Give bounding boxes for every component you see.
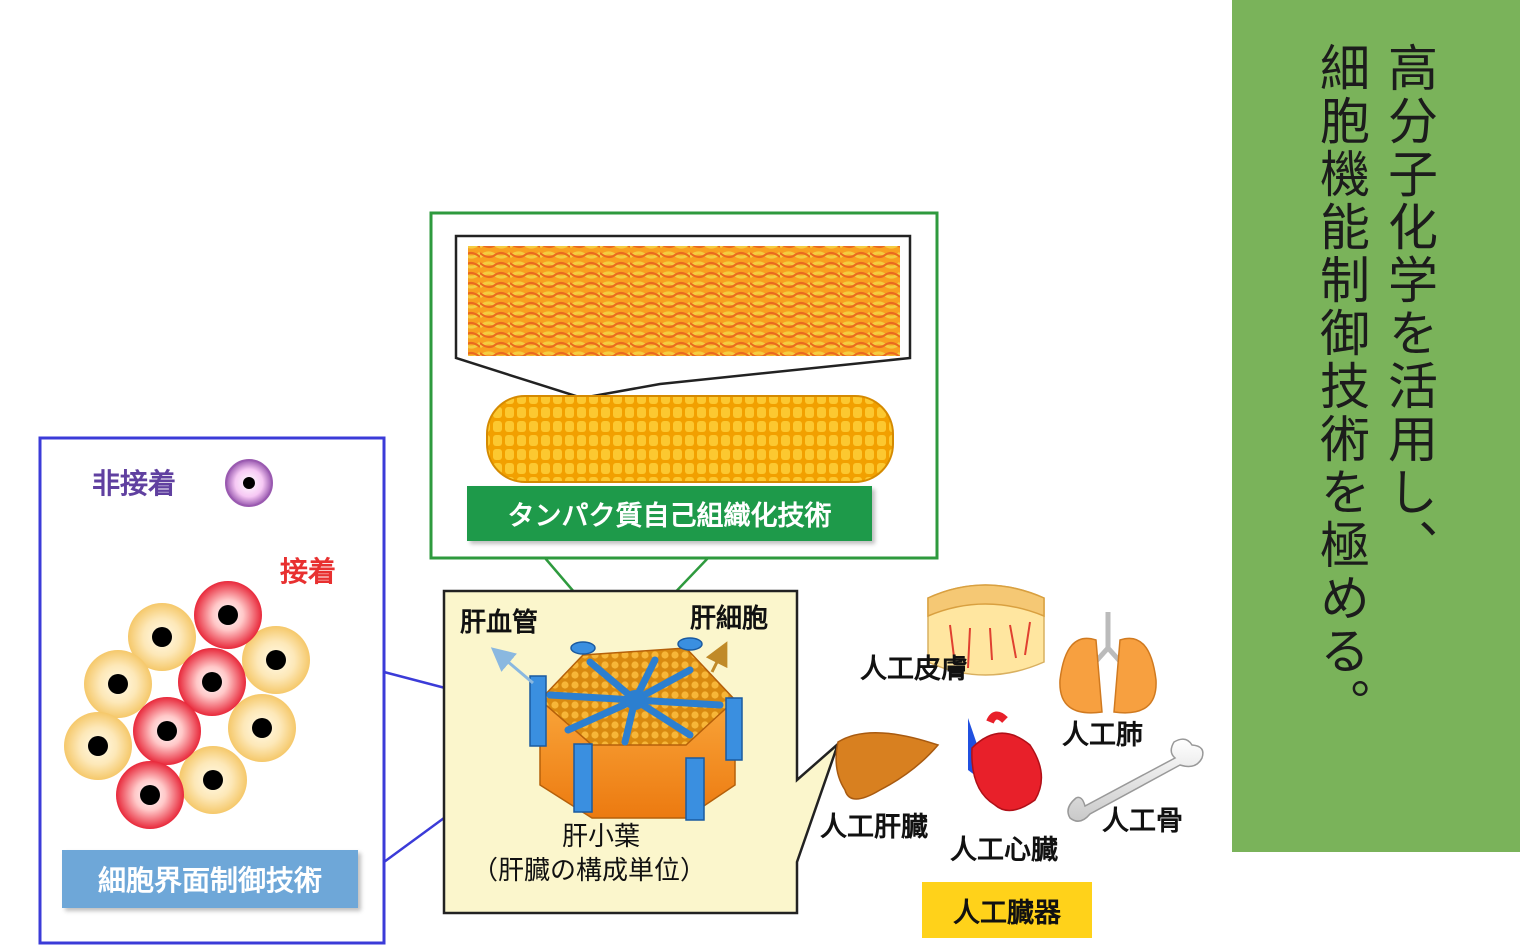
adhesion-label: 接着 (280, 555, 337, 588)
protein-self-assembly-label: タンパク質自己組織化技術 (467, 486, 872, 541)
bone-icon (1067, 738, 1204, 822)
liver-lobule-panel (442, 589, 841, 915)
adhesive-cell-cluster (64, 581, 310, 829)
cell-interface-tech-label: 細胞界面制御技術 (62, 850, 358, 908)
vessel-label: 肝血管 (460, 608, 539, 638)
artificial-skin-label: 人工皮膚 (860, 654, 968, 685)
artificial-lung-label: 人工肺 (1062, 720, 1143, 751)
lung-icon (1059, 612, 1157, 714)
liver-lobule (490, 637, 743, 821)
liver-icon (835, 731, 940, 800)
non-adhesion-label: 非接着 (92, 467, 177, 500)
skin-icon (927, 584, 1045, 676)
artificial-heart-label: 人工心臓 (950, 835, 1058, 866)
vessel-arrow (490, 647, 534, 685)
protein-rod (486, 395, 894, 483)
fiber-bundle (468, 246, 900, 356)
heart-icon (968, 711, 1043, 812)
portal-vessels (529, 637, 743, 821)
slogan-line-1: 高分子化学を活用し、 (1380, 42, 1438, 572)
slogan-line-2: 細胞機能制御技術を極める。 (1312, 42, 1370, 731)
artificial-organs-label: 人工臓器 (922, 882, 1092, 938)
lobule-note: （肝臓の構成単位） (472, 856, 707, 886)
non-adhesive-cell (225, 459, 273, 507)
artificial-bone-label: 人工骨 (1102, 806, 1183, 837)
slogan-panel (1232, 0, 1520, 852)
hepatocyte-label: 肝細胞 (690, 604, 769, 634)
lobule-label: 肝小葉 (562, 822, 641, 852)
artificial-liver-label: 人工肝臓 (820, 812, 928, 843)
hepatocyte-arrow (705, 641, 728, 673)
